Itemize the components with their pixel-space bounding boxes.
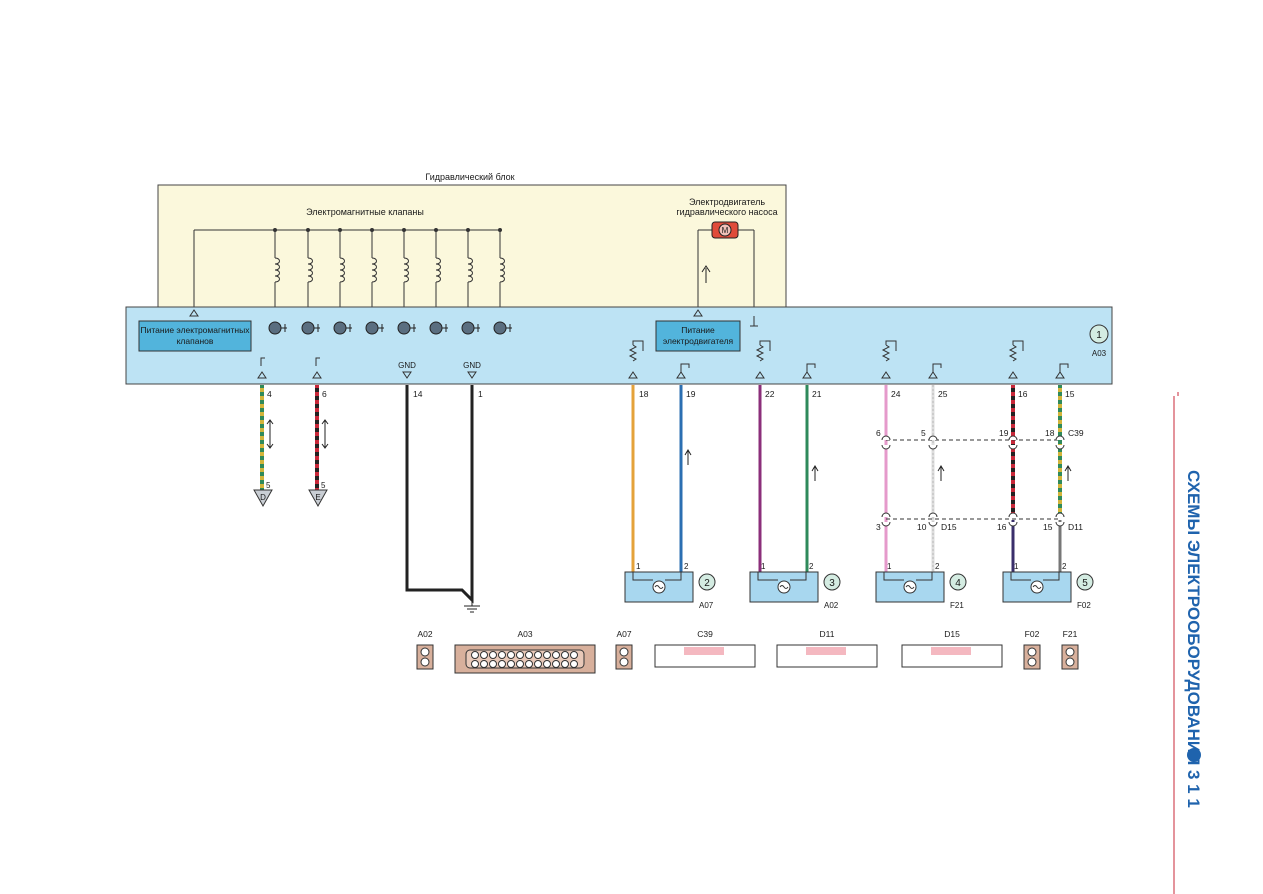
sensor-code: F21 [950, 601, 964, 610]
valve-power-label-1: Питание электромагнитных [141, 325, 251, 335]
motor-power-label-2: электродвигателя [663, 336, 734, 346]
svg-text:D11: D11 [820, 629, 835, 639]
sensor-pin-1: 1 [887, 562, 892, 571]
transistor-icon [493, 321, 512, 335]
transistor-icon [333, 321, 352, 335]
transistor-icon [461, 321, 480, 335]
motor-icon: M [697, 221, 755, 308]
svg-text:18: 18 [1045, 428, 1055, 438]
ground-icon [464, 600, 480, 613]
svg-text:6: 6 [876, 428, 881, 438]
motor-label-2: гидравлического насоса [676, 207, 777, 217]
terminal-e-label: E [315, 493, 320, 502]
wires: D E 5 5 [253, 385, 1072, 613]
sensor-number: 3 [829, 578, 835, 589]
svg-text:3: 3 [876, 522, 881, 532]
d15-label: D15 [941, 522, 957, 532]
valve-power-label-2: клапанов [177, 336, 214, 346]
sensor-code: F02 [1077, 601, 1091, 610]
sensor-pin-1: 1 [1014, 562, 1019, 571]
gnd-label-1: GND [398, 361, 416, 370]
svg-text:A02: A02 [417, 629, 432, 639]
svg-text:A07: A07 [616, 629, 631, 639]
resistor-icon [260, 316, 1069, 372]
control-unit-number: 1 [1096, 330, 1102, 341]
svg-text:C39: C39 [697, 629, 713, 639]
svg-text:4: 4 [267, 389, 272, 399]
sensor-pin-2: 2 [684, 562, 689, 571]
valves-label: Электромагнитные клапаны [306, 207, 424, 217]
svg-text:5: 5 [921, 428, 926, 438]
transistor-icon [365, 321, 384, 335]
transistor-icon [397, 321, 416, 335]
d11-label: D11 [1068, 522, 1083, 532]
sensor-number: 4 [955, 578, 961, 589]
sensor-code: A07 [699, 601, 714, 610]
svg-text:F02: F02 [1025, 629, 1040, 639]
page-number: 3 1 1 [1184, 770, 1203, 808]
transistor-icon [268, 321, 287, 335]
svg-text:24: 24 [891, 389, 901, 399]
control-unit-code: A03 [1092, 349, 1107, 358]
hydraulic-block: Гидравлический блок Электромагнитные кла… [157, 172, 787, 323]
svg-text:18: 18 [639, 389, 649, 399]
svg-text:1: 1 [478, 389, 483, 399]
svg-text:15: 15 [1065, 389, 1075, 399]
terminal-d-pin: 5 [266, 481, 271, 490]
svg-text:16: 16 [1018, 389, 1028, 399]
connector-legend: A02 A03 A07 C39 D11 D15 F02 F21 [416, 629, 1079, 674]
sensor-pin-1: 1 [761, 562, 766, 571]
motor-power-label-1: Питание [681, 325, 715, 335]
svg-text:СХЕМЫ ЭЛЕКТРООБОРУДОВАНИЯ: СХЕМЫ ЭЛЕКТРООБОРУДОВАНИЯ [1184, 470, 1203, 765]
terminal-d-label: D [260, 493, 266, 502]
sensor-pin-2: 2 [935, 562, 940, 571]
transistor-array [268, 321, 512, 335]
sensor-number: 2 [704, 578, 710, 589]
sensor-pin-2: 2 [809, 562, 814, 571]
svg-text:21: 21 [812, 389, 822, 399]
svg-text:19: 19 [999, 428, 1009, 438]
sensor-pin-2: 2 [1062, 562, 1067, 571]
motor-label-1: Электродвигатель [689, 197, 765, 207]
side-title: СХЕМЫ ЭЛЕКТРООБОРУДОВАНИЯ 3 1 1 [1184, 470, 1203, 808]
svg-text:D15: D15 [944, 629, 960, 639]
c39-label: C39 [1068, 428, 1084, 438]
sensor-code: A02 [824, 601, 839, 610]
gnd-label-2: GND [463, 361, 481, 370]
sensor-pin-1: 1 [636, 562, 641, 571]
terminal-e-pin: 5 [321, 481, 326, 490]
pin-numbers: 4 6 14 1 18 19 22 21 24 25 16 15 6 5 19 … [267, 389, 1084, 532]
svg-text:16: 16 [997, 522, 1007, 532]
svg-text:M: M [722, 226, 729, 235]
svg-text:F21: F21 [1063, 629, 1078, 639]
svg-text:15: 15 [1043, 522, 1053, 532]
svg-text:19: 19 [686, 389, 696, 399]
arrow-up-icon [266, 419, 1072, 481]
svg-text:25: 25 [938, 389, 948, 399]
transistor-icon [429, 321, 448, 335]
hydraulic-block-title: Гидравлический блок [425, 172, 514, 182]
svg-text:14: 14 [413, 389, 423, 399]
sensor-number: 5 [1082, 578, 1088, 589]
transistor-icon [301, 321, 320, 335]
svg-text:10: 10 [917, 522, 927, 532]
svg-text:22: 22 [765, 389, 775, 399]
control-unit: Питание электромагнитных клапанов Питани… [125, 306, 1113, 385]
svg-text:A03: A03 [517, 629, 532, 639]
svg-text:6: 6 [322, 389, 327, 399]
arrow-up-icon [701, 265, 711, 283]
